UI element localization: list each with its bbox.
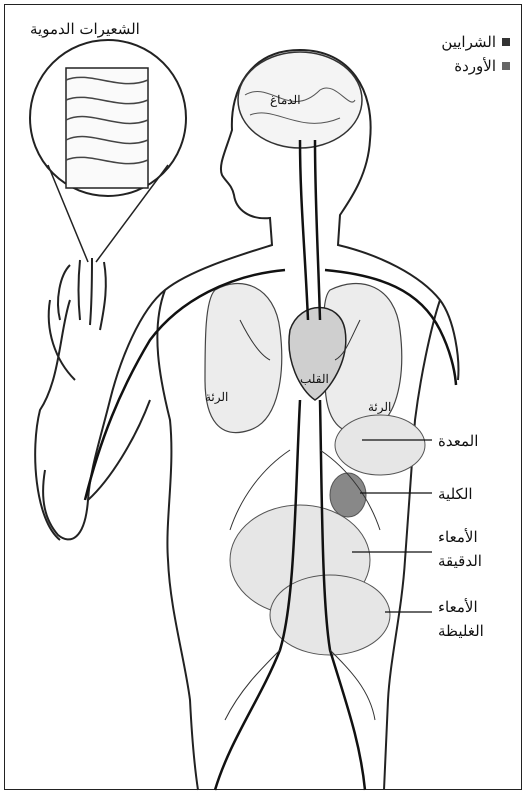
label-large-intestine-line2: الغليظة <box>438 622 484 640</box>
label-brain: الدماغ <box>270 93 301 107</box>
label-large-intestine-line1: الأمعاء <box>438 598 478 616</box>
label-kidney: الكلية <box>438 485 473 503</box>
legend-arteries: الشرايين <box>441 30 510 54</box>
label-lung-right: الرئة <box>368 400 391 414</box>
label-small-intestine-line2: الدقيقة <box>438 552 482 570</box>
label-stomach: المعدة <box>438 432 478 450</box>
arteries-swatch-icon <box>502 38 510 46</box>
label-small-intestine-line1: الأمعاء <box>438 528 478 546</box>
label-lung-left: الرئة <box>205 390 228 404</box>
legend: الشرايين الأوردة <box>441 30 510 78</box>
label-capillaries: الشعيرات الدموية <box>30 20 140 38</box>
veins-swatch-icon <box>502 62 510 70</box>
label-heart: القلب <box>300 372 329 386</box>
capillary-magnifier <box>30 40 186 262</box>
legend-veins: الأوردة <box>441 54 510 78</box>
